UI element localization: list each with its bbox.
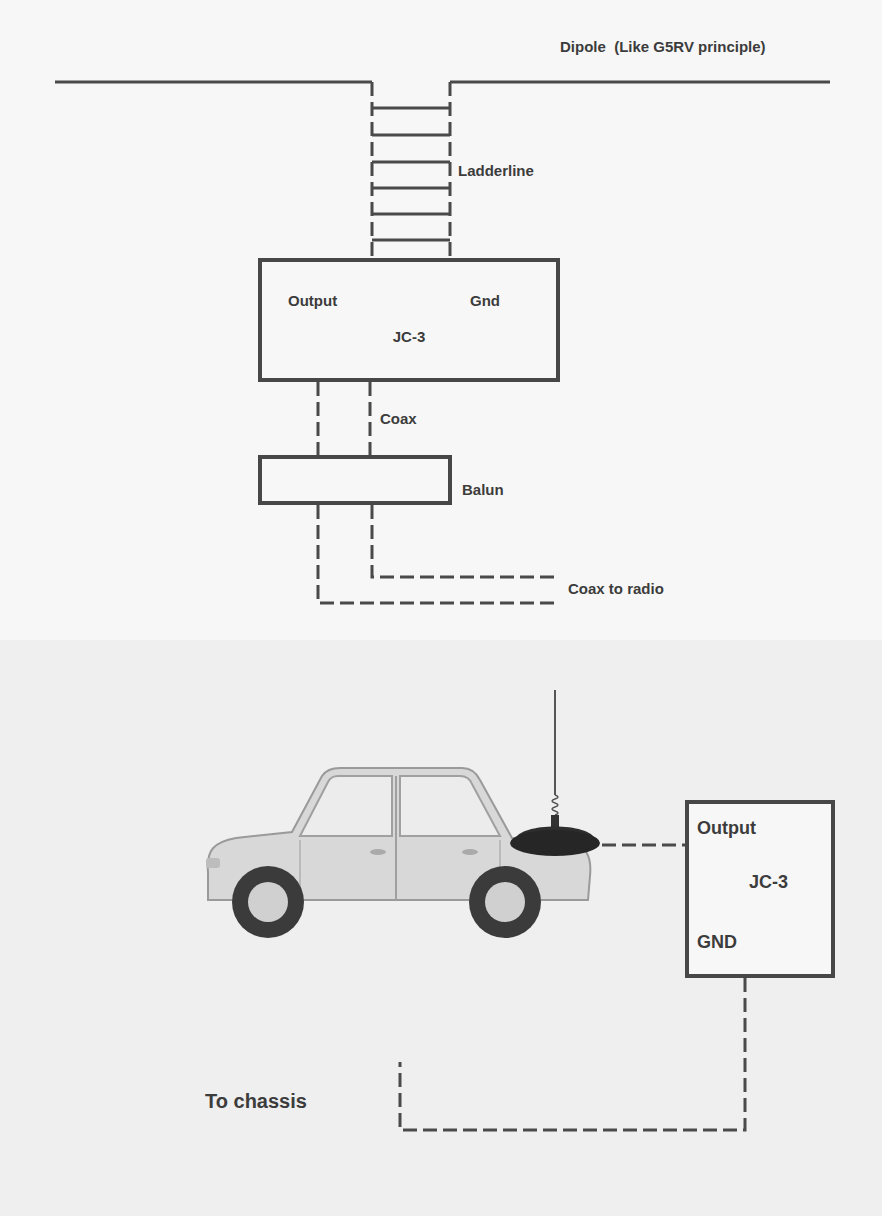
box-text: Output <box>697 818 756 839</box>
ladderline <box>372 82 450 258</box>
box-text: JC-3 <box>749 872 788 893</box>
edge-label: Coax <box>380 410 417 427</box>
part-label: Coax to radio <box>568 580 664 597</box>
coax-line <box>317 382 320 455</box>
box-text: Gnd <box>470 292 500 309</box>
coax-to-radio <box>318 505 556 603</box>
box-text: JC-3 <box>393 328 426 345</box>
tuner-box: OutputJC-3GND <box>685 800 835 978</box>
box-text: GND <box>697 932 737 953</box>
coax-line <box>369 382 372 455</box>
box-text: Output <box>288 292 337 309</box>
outside-label: Balun <box>462 481 504 498</box>
note-label: To chassis <box>205 1090 307 1113</box>
mag-mount-antenna <box>510 690 600 856</box>
dipole-wire <box>55 81 830 84</box>
title-label: Dipole (Like G5RV principle) <box>560 38 766 55</box>
coax-connector <box>318 382 370 455</box>
balun-box: Balun <box>258 455 452 505</box>
part-label: Ladderline <box>458 162 534 179</box>
tuner-box: Output GndJC-3 <box>258 258 560 382</box>
